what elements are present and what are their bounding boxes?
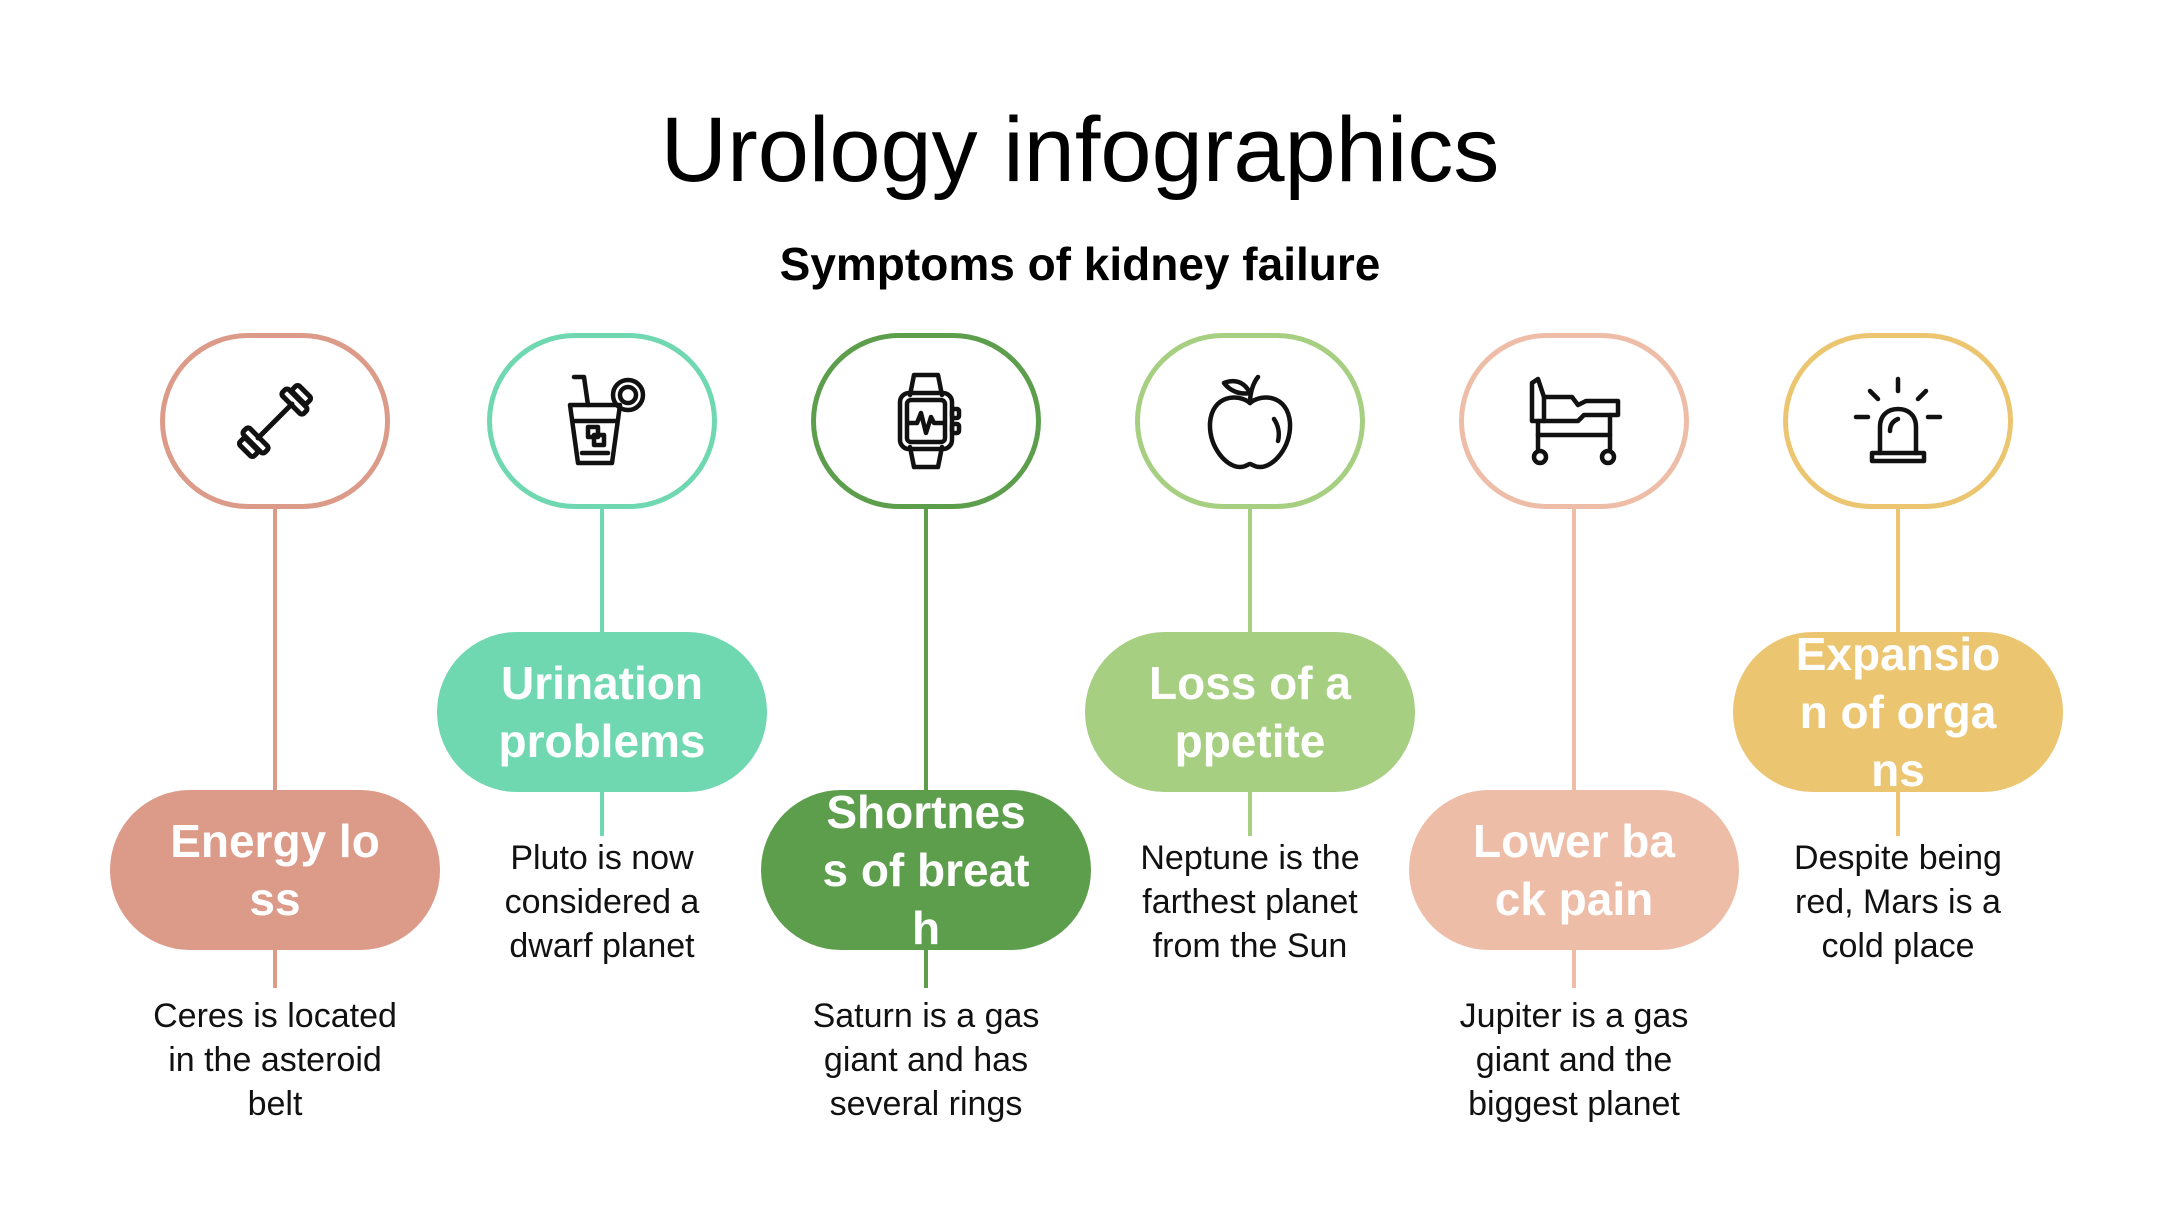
symptom-label: Urination problems (498, 657, 706, 767)
icon-frame (811, 333, 1041, 509)
symptom-label: Lower back pain (1473, 815, 1675, 925)
icon-frame (487, 333, 717, 509)
icon-frame (1135, 333, 1365, 509)
symptom-description: Saturn is a gas giant and has several ri… (812, 997, 1040, 1123)
dumbbell-icon (236, 382, 314, 460)
symptom-card-loss-of-appetite: Loss of appetite Neptune is the farthest… (1085, 0, 1415, 1215)
symptom-card-urination-problems: Urination problems Pluto is now consider… (437, 0, 767, 1215)
symptom-label: Shortness of breath (822, 790, 1030, 950)
symptom-label-pill: Urination problems (437, 632, 767, 792)
symptom-description: Pluto is now considered a dwarf planet (504, 839, 700, 965)
symptom-label-pill: Lower back pain (1409, 790, 1739, 950)
icon-frame (160, 333, 390, 509)
connector-line (273, 505, 277, 988)
symptom-label-pill: Energy loss (110, 790, 440, 950)
symptom-label: Energy loss (170, 815, 380, 925)
hospital-bed-icon (1529, 376, 1621, 466)
symptom-card-shortness-of-breath: Shortness of breath Saturn is a gas gian… (761, 0, 1091, 1215)
icon-frame (1459, 333, 1689, 509)
connector-stub (1248, 792, 1252, 836)
symptom-label-pill: Expansion of organs (1733, 632, 2063, 792)
drink-glass-icon (567, 374, 646, 466)
symptom-description: Despite being red, Mars is a cold place (1794, 839, 2002, 965)
alarm-siren-icon (1853, 376, 1943, 464)
symptom-description: Ceres is located in the asteroid belt (153, 997, 397, 1123)
icon-frame (1783, 333, 2013, 509)
symptom-label-pill: Shortness of breath (761, 790, 1091, 950)
connector-stub (1896, 792, 1900, 836)
symptom-card-energy-loss: Energy loss Ceres is located in the aste… (110, 0, 440, 1215)
apple-icon (1207, 374, 1293, 470)
symptom-description: Jupiter is a gas giant and the biggest p… (1459, 997, 1689, 1123)
page-title: Urology infographics (660, 99, 1500, 201)
page-subtitle: Symptoms of kidney failure (779, 238, 1381, 290)
connector-line (1572, 505, 1576, 988)
symptom-label: Expansion of organs (1795, 632, 2001, 792)
connector-line (924, 505, 928, 988)
symptom-card-expansion-of-organs: Expansion of organs Despite being red, M… (1733, 0, 2063, 1215)
smartwatch-icon (897, 372, 962, 470)
symptom-description: Neptune is the farthest planet from the … (1140, 839, 1360, 965)
symptom-label: Loss of appetite (1149, 657, 1351, 767)
symptom-card-lower-back-pain: Lower back pain Jupiter is a gas giant a… (1409, 0, 1739, 1215)
symptom-label-pill: Loss of appetite (1085, 632, 1415, 792)
connector-stub (600, 792, 604, 836)
